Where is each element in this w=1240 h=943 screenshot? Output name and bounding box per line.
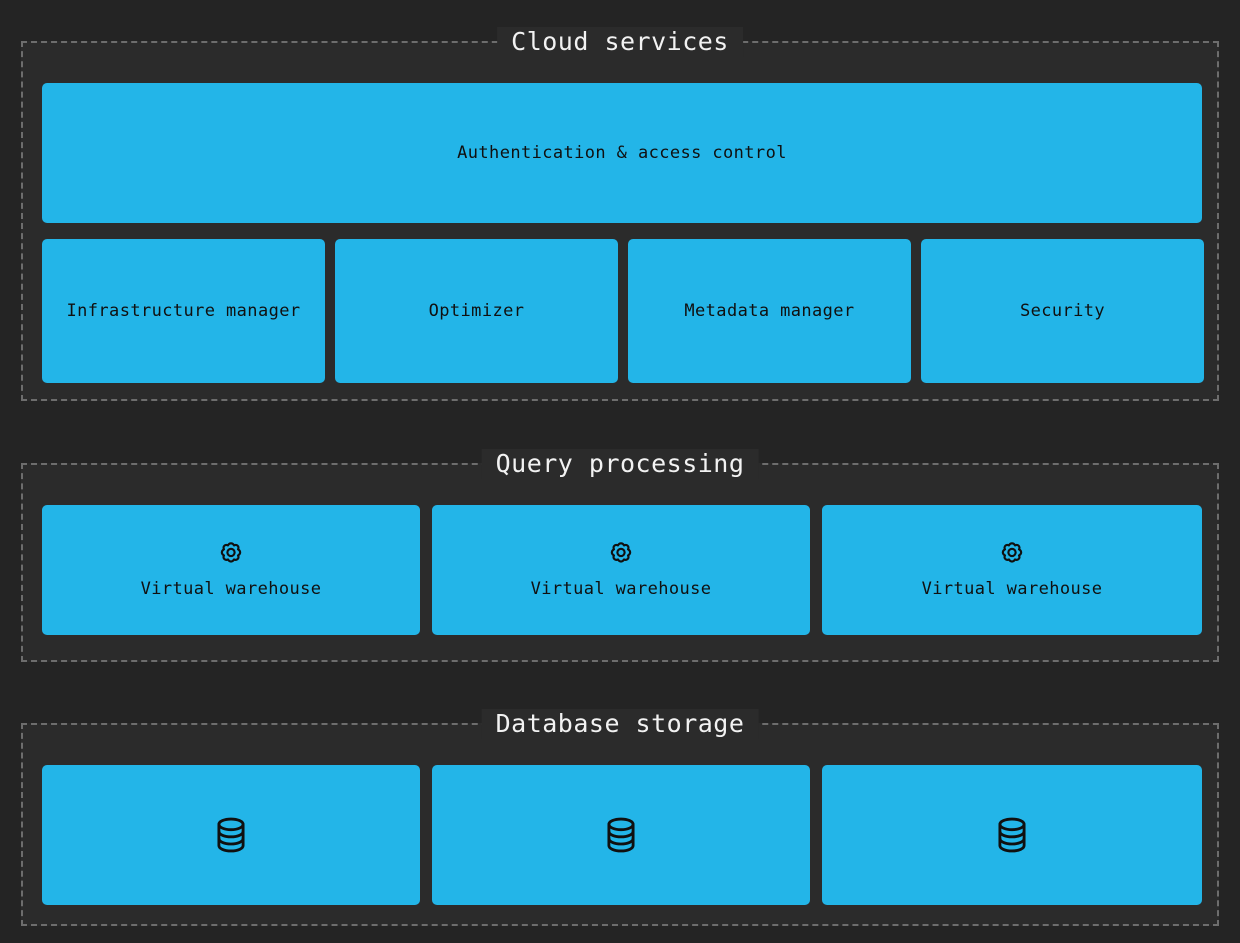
database-icon [209,813,253,857]
node-virtual-warehouse-3[interactable]: Virtual warehouse [822,505,1202,635]
node-label: Virtual warehouse [921,579,1103,599]
node-label: Virtual warehouse [530,579,712,599]
node-metadata-manager[interactable]: Metadata manager [628,239,911,383]
node-label: Authentication & access control [457,143,787,163]
node-label: Optimizer [428,301,525,321]
node-authentication-access-control[interactable]: Authentication & access control [42,83,1202,223]
node-virtual-warehouse-2[interactable]: Virtual warehouse [432,505,810,635]
node-label: Metadata manager [684,301,855,321]
node-database-storage-3[interactable] [822,765,1202,905]
group-body-query-processing: Virtual warehouse Virtual warehouse [23,465,1217,660]
database-icon [990,813,1034,857]
group-title-database-storage: Database storage [481,709,759,739]
node-label: Virtual warehouse [140,579,322,599]
node-virtual-warehouse-1[interactable]: Virtual warehouse [42,505,420,635]
node-label: Infrastructure manager [66,301,301,321]
database-icon [599,813,643,857]
group-body-cloud-services: Authentication & access control Infrastr… [23,43,1217,399]
group-query-processing: Query processing Virtual warehouse [21,449,1219,662]
node-infrastructure-manager[interactable]: Infrastructure manager [42,239,325,383]
node-database-storage-1[interactable] [42,765,420,905]
node-label: Security [1019,301,1106,321]
node-security[interactable]: Security [921,239,1204,383]
group-cloud-services: Cloud services Authentication & access c… [21,27,1219,401]
gear-icon [997,540,1027,570]
gear-icon [606,540,636,570]
gear-icon [216,540,246,570]
group-database-storage: Database storage [21,709,1219,926]
node-database-storage-2[interactable] [432,765,810,905]
group-title-query-processing: Query processing [481,449,759,479]
node-optimizer[interactable]: Optimizer [335,239,618,383]
group-body-database-storage [23,725,1217,924]
group-title-cloud-services: Cloud services [497,27,743,57]
